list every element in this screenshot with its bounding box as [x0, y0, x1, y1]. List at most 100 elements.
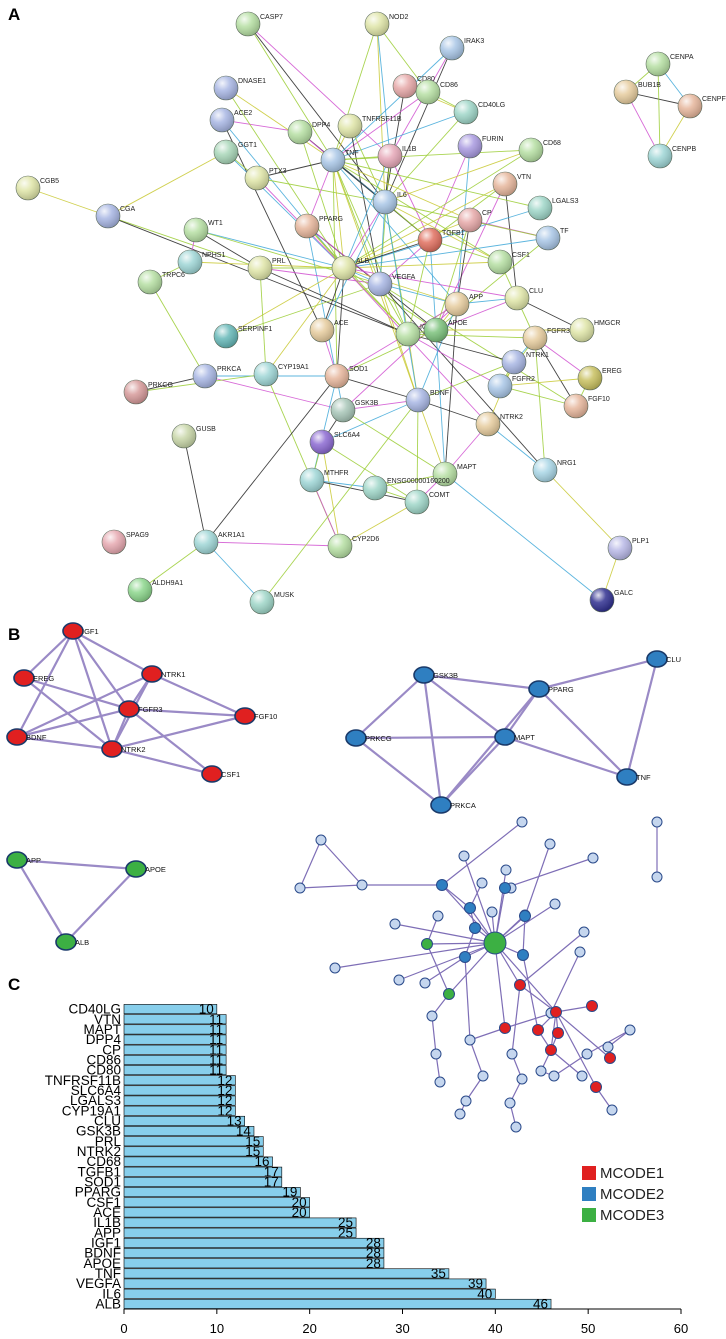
ppi-edge [247, 23, 334, 161]
ppi-node-label: FGF10 [588, 396, 610, 403]
ppi-edge [417, 399, 446, 475]
mcode-node: PRKCA [430, 796, 476, 814]
ppi-node: CSF1 [487, 249, 530, 275]
mcode-node-shape [345, 729, 367, 747]
ppi-edge [256, 159, 334, 179]
ppi-node-gloss [454, 100, 478, 124]
x-tick-label: 50 [581, 1321, 595, 1336]
ppi-node-gloss [128, 578, 152, 602]
ppi-node-label: PPARG [319, 216, 343, 223]
overview-node [389, 918, 401, 930]
ppi-node: IL6 [372, 189, 407, 215]
overview-node [458, 850, 470, 862]
mcode-node-label: NTRK1 [161, 670, 186, 679]
mcode-node-label: FGF10 [254, 712, 277, 721]
ppi-node-gloss [184, 218, 208, 242]
bar-value-label: 11 [209, 1012, 223, 1027]
overview-node [426, 1010, 438, 1022]
ppi-node-label: MAPT [457, 464, 477, 471]
ppi-edge [332, 159, 541, 209]
ppi-node-gloss [214, 76, 238, 100]
bar-category-label: APP [94, 1225, 121, 1240]
bar-value-label: 11 [209, 1022, 223, 1037]
ppi-node-label: DPP4 [312, 122, 330, 129]
mcode-node-shape [201, 765, 223, 783]
ppi-edge [183, 435, 207, 543]
ppi-node: CLU [504, 285, 543, 311]
bar [123, 1065, 227, 1076]
ppi-node-label: CENPB [672, 146, 696, 153]
mcode-node-label: ALB [75, 938, 89, 947]
overview-edge [550, 951, 581, 1014]
ppi-node-label: NRG1 [557, 460, 577, 467]
overview-node [519, 910, 531, 922]
bar-category-label: MAPT [83, 1022, 121, 1037]
bar [123, 1258, 385, 1269]
ppi-node: NTRK1 [501, 349, 549, 375]
mcode-cluster-edges [16, 630, 659, 943]
mcode-node: CSF1 [201, 765, 240, 783]
ppi-node-gloss [564, 394, 588, 418]
bar [123, 1237, 385, 1248]
ppi-node-gloss [536, 226, 560, 250]
overview-edge [320, 839, 363, 886]
ppi-node-label: PRL [272, 258, 286, 265]
ppi-node-label: APOE [448, 320, 468, 327]
ppi-node-gloss [502, 350, 526, 374]
mcode-node-label: MAPT [514, 733, 535, 742]
ppi-edge [435, 219, 471, 331]
ppi-edge [342, 399, 419, 411]
overview-node [432, 910, 444, 922]
mcode-node-label: EREG [33, 674, 54, 683]
ppi-node-label: CD86 [440, 82, 458, 89]
ppi-node-label: TNF [345, 150, 359, 157]
mcode-edge [23, 676, 130, 711]
ppi-node-label: TF [560, 228, 569, 235]
bar-category-label: PPARG [75, 1185, 121, 1200]
overview-edge [511, 984, 521, 1055]
ppi-node-gloss [172, 424, 196, 448]
ppi-node-gloss [488, 250, 512, 274]
overview-node [294, 882, 306, 894]
mcode-node-shape [125, 860, 147, 878]
overview-edge [398, 942, 496, 981]
ppi-node-label: CENPF [702, 96, 726, 103]
overview-node [544, 838, 556, 850]
ppi-node-label: NPHS1 [202, 252, 225, 259]
ppi-node-label: HMGCR [594, 320, 620, 327]
legend-label-mcode1: MCODE1 [600, 1165, 664, 1182]
ppi-edge [343, 267, 458, 305]
ppi-node: NOD2 [364, 11, 409, 37]
bar [123, 1207, 310, 1218]
overview-edge [299, 839, 322, 889]
bar-category-label: VEGFA [76, 1276, 121, 1291]
ppi-edge [299, 131, 345, 269]
overview-node [532, 1024, 544, 1036]
ppi-node: ALB [331, 255, 370, 281]
ppi-edge [343, 149, 532, 269]
ppi-edge [225, 267, 345, 337]
ppi-edge [332, 159, 471, 221]
legend-label-mcode3: MCODE3 [600, 1207, 664, 1224]
mcode-node-label: FGFR3 [138, 705, 163, 714]
ppi-node-gloss [310, 318, 334, 342]
mcode-node-label: PRKCG [365, 734, 392, 743]
bar-category-label: CLU [94, 1113, 121, 1128]
overview-node [356, 879, 368, 891]
overview-edge [555, 1005, 593, 1013]
ppi-node-label: IL1B [402, 146, 417, 153]
mcode-node-label: NTRK2 [121, 745, 146, 754]
mcode-node: MAPT [494, 728, 535, 746]
bar-value-label: 20 [292, 1205, 307, 1220]
ppi-edge [332, 149, 532, 161]
ppi-node: EREG [577, 365, 622, 391]
ppi-node-gloss [445, 292, 469, 316]
overview-node [419, 977, 431, 989]
ppi-node-gloss [365, 12, 389, 36]
ppi-node: MUSK [249, 589, 295, 615]
mcode-edge [422, 674, 443, 806]
mcode-node: NTRK2 [101, 740, 146, 758]
mcode-node: APP [6, 851, 41, 869]
